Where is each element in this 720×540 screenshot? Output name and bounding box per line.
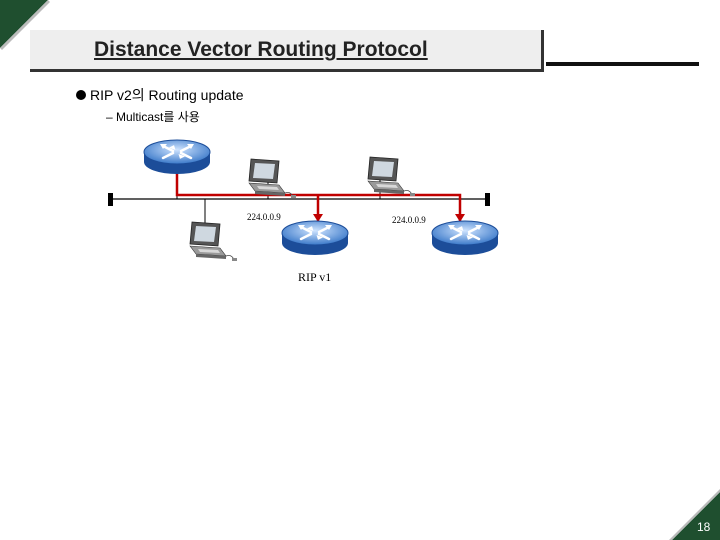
multicast-address-label: 224.0.0.9	[247, 212, 281, 222]
title-underline	[546, 62, 699, 66]
arrow-down-icon	[455, 214, 465, 222]
rip-v1-label: RIP v1	[298, 270, 332, 284]
bullet-dot-icon	[76, 90, 86, 100]
pc-icon	[367, 156, 416, 197]
slide-title: Distance Vector Routing Protocol	[94, 38, 428, 61]
router-icon	[430, 219, 500, 257]
bullet-text: RIP v2의 Routing update	[90, 87, 244, 103]
network-diagram: 224.0.0.9 224.0.0.9	[108, 138, 500, 262]
page-number: 18	[697, 520, 711, 534]
bullet-item: RIP v2의 Routing update	[76, 85, 244, 105]
pc-icon	[189, 221, 238, 262]
sub-bullet: – Multicast를 사용	[106, 110, 200, 124]
router-icon	[280, 219, 350, 257]
pc-icon	[248, 158, 297, 199]
corner-decoration-top	[0, 0, 50, 50]
multicast-address-label: 224.0.0.9	[392, 215, 426, 225]
router-icon	[142, 138, 212, 176]
title-box: Distance Vector Routing Protocol	[30, 30, 544, 72]
backbone-terminator-right	[485, 193, 490, 206]
arrow-down-icon	[313, 214, 323, 222]
backbone-terminator-left	[108, 193, 113, 206]
